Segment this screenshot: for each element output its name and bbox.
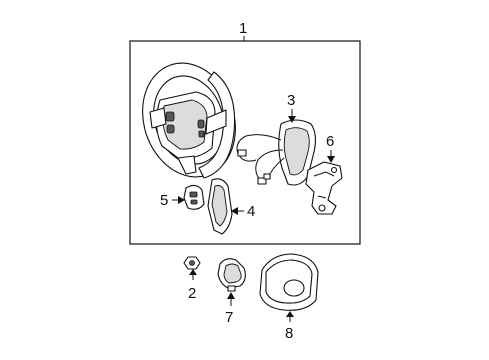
arrow-2 (189, 269, 197, 275)
assembly-frame (129, 40, 361, 245)
callout-2: 2 (188, 285, 196, 302)
callout-4: 4 (247, 203, 255, 220)
steering-wheel (142, 62, 236, 179)
part-8-airbag-module (259, 253, 319, 311)
callout-5: 5 (160, 192, 168, 209)
arrow-5 (178, 196, 185, 204)
callout-8: 8 (285, 325, 293, 342)
callout-3: 3 (287, 92, 295, 109)
arrow-4 (231, 207, 238, 215)
callout-1: 1 (239, 20, 247, 37)
part-5-switch (183, 184, 205, 210)
part-6-bracket (305, 161, 343, 215)
part-4-trim-cover (207, 178, 233, 235)
arrow-6 (327, 156, 335, 163)
part-3-steering-wheel-cover (236, 119, 317, 186)
part-7-clockspring (217, 258, 246, 292)
arrow-3 (288, 116, 296, 123)
callout-6: 6 (326, 133, 334, 150)
arrow-7 (227, 292, 235, 299)
callout-7: 7 (225, 309, 233, 326)
arrow-8 (286, 311, 294, 317)
part-2-nut (183, 256, 201, 270)
